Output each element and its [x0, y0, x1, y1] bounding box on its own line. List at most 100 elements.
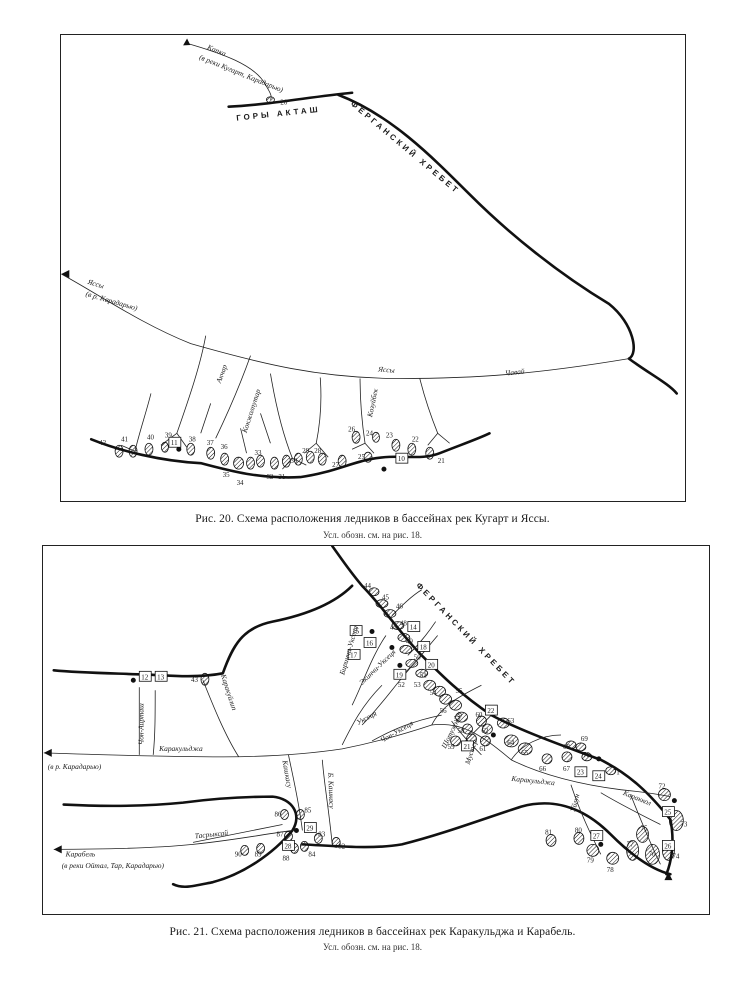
boxed-glacier-frame	[282, 840, 295, 851]
boxed-glacier-number: 19	[396, 671, 403, 679]
river-label-chon-airtash: Чон-Аирташ	[136, 703, 145, 745]
river-label-chon-uksetsya: Чон-Уксеця	[378, 718, 415, 744]
glacier-number: 83	[318, 830, 325, 838]
glacier-number: 48	[400, 620, 407, 628]
glacier-number: 84	[308, 850, 315, 858]
glacier-number: 71	[613, 769, 620, 777]
figure-20-subcaption: Усл. обозн. см. на рис. 18.	[322, 530, 423, 540]
glacier-86	[280, 809, 289, 820]
boxed-glacier-number: 20	[428, 661, 435, 669]
boxed-glacier-frame	[662, 840, 675, 851]
glacier-22	[407, 442, 417, 456]
glacier-32	[270, 456, 279, 470]
glacier-72	[658, 788, 671, 802]
glacier-shapes-fig20	[114, 96, 435, 472]
glacier-number: 58	[458, 727, 465, 735]
glacier-number: 31	[278, 473, 285, 481]
glacier-43	[200, 672, 210, 686]
river-label-to-karadarya: (в р. Карадарью)	[48, 762, 102, 771]
boxed-glacier-frame	[574, 766, 588, 778]
glacier-point-marker	[389, 644, 395, 650]
boxed-glacier-number: 13	[157, 673, 164, 681]
boxed-glacier-number: 25	[664, 809, 671, 817]
boxed-glacier-frame	[485, 704, 498, 716]
glacier-number: 79	[587, 856, 594, 864]
glacier-number: 41	[121, 435, 128, 443]
glacier-number: 46	[396, 603, 403, 611]
glacier-49	[399, 645, 413, 654]
river-label-b-kashkasu: Б. Кашкасу	[326, 772, 336, 810]
glacier-number: 36	[221, 443, 228, 451]
ridge-label-aktash: ГОРЫ АКТАШ	[236, 105, 321, 123]
glacier-number: 59	[448, 743, 455, 751]
river-label-kapka-note: (в реки Кугарт, Карадарью)	[198, 52, 285, 94]
glacier-77	[626, 840, 639, 861]
glacier-90	[240, 844, 250, 856]
boxed-glacier-frame	[425, 658, 439, 670]
boxed-glaciers-fig21: 12 13 14 15 16 17 18 19 20 21 22 23 24 2…	[138, 621, 675, 851]
glacier-number: 77	[627, 840, 634, 848]
glacier-number: 23	[386, 431, 393, 439]
glacier-number: 87	[277, 830, 284, 838]
boxed-glacier-number: 14	[410, 624, 417, 632]
glacier-point-marker	[293, 827, 299, 833]
glacier-number: 62	[481, 727, 488, 735]
glacier-number: 53	[414, 681, 421, 689]
glacier-number: 43	[191, 676, 198, 684]
glacier-53	[433, 685, 447, 697]
boxed-glacier-number: 26	[664, 842, 671, 850]
glacier-60	[476, 715, 487, 727]
glacier-number: 90	[235, 850, 242, 858]
glacier-point-marker	[598, 841, 604, 847]
southern-ridge-fig21	[62, 795, 298, 889]
glacier-number: 40	[147, 433, 154, 441]
glacier-51	[415, 668, 429, 678]
glacier-24	[372, 431, 380, 443]
glacier-number: 37	[207, 439, 214, 447]
glacier-number: 20	[280, 99, 287, 107]
glacier-number: 65	[521, 749, 528, 757]
glacier-point-marker	[369, 629, 375, 635]
yassy-river-line	[61, 273, 629, 379]
river-label-kozuybek: Козуйбек	[365, 387, 380, 418]
glacier-number: 76	[649, 850, 656, 858]
boxed-glacier-frame	[662, 806, 675, 817]
arrow-icon	[61, 269, 70, 278]
arrow-icon	[53, 845, 62, 854]
tasryksay-river-line	[192, 824, 283, 843]
figure-21-subcaption: Усл. обозн. см. на рис. 18.	[322, 942, 423, 952]
glacier-number: 80	[575, 826, 582, 834]
boxed-glacier-number: 17	[350, 651, 357, 659]
glacier-62	[482, 723, 493, 735]
glacier-66	[541, 753, 553, 765]
peak-triangle-icon	[664, 872, 673, 881]
glacier-number: 61	[479, 745, 486, 753]
boxed-glacier-number: 21	[464, 743, 471, 751]
boxed-glacier-frame	[407, 621, 421, 632]
tributaries-fig20	[120, 335, 450, 470]
glacier-number: 78	[607, 866, 614, 874]
glacier-number: 54	[430, 689, 437, 697]
glacier-70	[581, 752, 593, 762]
western-ridge-fig21	[52, 584, 354, 678]
glacier-number: 44	[364, 582, 371, 590]
boxed-glacier-number: 10	[398, 455, 405, 463]
glacier-number: 42	[99, 439, 106, 447]
glacier-38	[186, 442, 196, 456]
boxed-glacier-number: 29	[306, 824, 313, 832]
glacier-number: 32	[266, 473, 273, 481]
boxed-glacier-number: 27	[593, 832, 600, 840]
boxed-glacier-frame	[417, 641, 431, 652]
river-label-karakkol: Караккол	[621, 788, 653, 808]
glacier-number: 86	[275, 811, 282, 819]
boxed-glaciers-fig20: 10 11	[168, 436, 409, 464]
glacier-number: 33	[255, 449, 262, 457]
glacier-number: 38	[189, 435, 196, 443]
glacier-number: 49	[406, 637, 413, 645]
glacier-45	[375, 599, 389, 609]
boxed-glacier-frame	[347, 649, 361, 660]
glacier-point-marker	[381, 466, 387, 472]
glacier-point-marker	[596, 756, 602, 762]
glacier-65	[517, 742, 533, 756]
glacier-20	[266, 96, 275, 104]
